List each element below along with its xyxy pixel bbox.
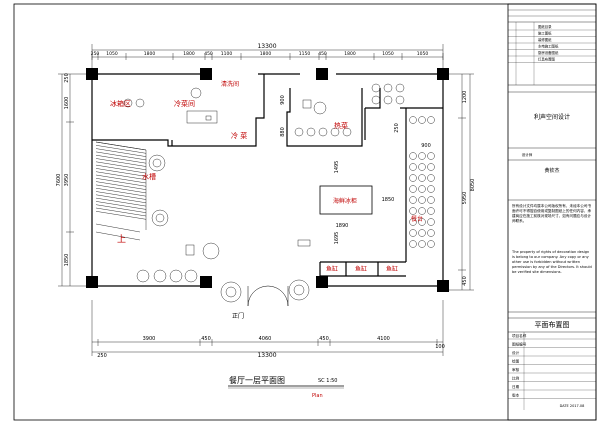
top-segment-label: 1800 (144, 51, 156, 57)
tb-notes-en: The property of rights of decoration des… (512, 250, 592, 274)
revision-item: 水电施工图纸 (538, 44, 559, 49)
right-inner-2: 5950 (462, 192, 468, 205)
tb-date: DATE 2017.08 (560, 404, 585, 408)
columns (86, 68, 449, 292)
top-segment-label: 250 (91, 51, 100, 57)
label-fish-tank-1: 鱼缸 (326, 265, 338, 273)
drawing-subtitle: Plan (312, 393, 323, 399)
label-cold-room: 冷菜间 (174, 99, 195, 108)
drawing-title-block: 餐厅一层平面图 SC 1:50 Plan (228, 376, 344, 399)
bottom-segment-label: 450 (319, 336, 329, 342)
bottom-segment-label: 4060 (259, 336, 272, 342)
top-segment-label: 1050 (417, 51, 429, 57)
label-fish-tank-2: 鱼缸 (355, 265, 367, 273)
bottom-edge-left: 250 (97, 353, 107, 359)
tb-notes-cn: 所有设计文件均属本公司版权所有，未经本公司书面许可不得擅自使用或复制图纸上的任何… (512, 204, 592, 223)
left-inner-1: 1600 (64, 97, 70, 110)
top-segment-label: 1800 (344, 51, 356, 57)
revision-item: 图纸目录 (538, 24, 552, 29)
left-inner-2: 3950 (64, 174, 70, 187)
top-segment-label: 450 (318, 51, 327, 57)
drawing-scale: SC 1:50 (318, 378, 337, 384)
label-seafood-tank: 海鲜冰柜 (333, 197, 357, 205)
tb-designer: 黄钦杰 (544, 167, 559, 174)
label-fridge-area: 冰箱区 (110, 99, 131, 108)
inner-dim-6: 1695 (334, 232, 340, 245)
bottom-total-dimension: 13300 (257, 352, 276, 359)
spec-row-label: 项目名称 (512, 333, 527, 338)
inner-dim-1: 900 (280, 95, 286, 105)
tb-sheet-title: 平面布置图 (535, 320, 570, 329)
entrance-doors (247, 285, 289, 307)
right-dimension-lines (443, 73, 474, 291)
inner-dim-7: 900 (421, 143, 431, 149)
spec-row-label: 比例 (512, 376, 520, 381)
top-segment-label: 450 (204, 51, 213, 57)
bottom-segment-label: 3900 (143, 336, 156, 342)
top-segment-label: 1100 (221, 51, 233, 57)
label-up: 上 (117, 234, 126, 245)
inner-dim-5: 1890 (336, 223, 349, 229)
label-hot-dish: 热菜 (334, 121, 348, 130)
left-outer-dimension: 7600 (56, 174, 62, 187)
walls (91, 73, 444, 290)
spec-row-label: 绘图 (512, 359, 520, 364)
spec-row-label: 设计 (512, 350, 520, 355)
inner-dim-8: 250 (394, 123, 400, 133)
staircase (95, 141, 147, 241)
revision-item: 装修图纸 (538, 37, 552, 42)
label-entrance: 正门 (232, 312, 244, 320)
label-sink: 水槽 (142, 172, 156, 181)
tb-company: 利声空间设计 (534, 113, 570, 121)
inner-dim-2: 880 (280, 127, 286, 137)
right-inner-1: 1200 (462, 91, 468, 104)
spec-row-label: 审核 (512, 367, 520, 372)
inner-dim-4: 1850 (382, 197, 395, 203)
label-cold-dish: 冷 菜 (231, 131, 247, 140)
label-fish-tank-3: 鱼缸 (386, 265, 398, 273)
spec-row-label: 图纸编号 (512, 342, 527, 347)
revision-item: 灯具布置图 (538, 57, 556, 62)
spec-row-label: 版本 (512, 393, 520, 398)
top-total-dimension: 13300 (257, 43, 276, 50)
left-dimension-lines (58, 73, 92, 287)
revision-item: 厨房设备图纸 (538, 50, 559, 55)
right-inner-3: 450 (462, 276, 468, 286)
inner-dim-3: 1495 (334, 161, 340, 174)
top-segment-label: 1800 (260, 51, 272, 57)
top-segment-label: 1800 (183, 51, 195, 57)
top-segment-label: 1050 (382, 51, 394, 57)
label-dish-counter: 餐台 (411, 215, 423, 223)
top-segment-label: 1150 (299, 51, 311, 57)
bottom-edge-right: 100 (435, 344, 445, 350)
top-segment-label: 1050 (106, 51, 118, 57)
revision-item: 施工图纸 (538, 31, 552, 36)
bottom-segment-label: 450 (201, 336, 211, 342)
furniture (123, 83, 435, 303)
bottom-dimension-lines (91, 300, 444, 356)
label-wash-room: 清洗间 (221, 80, 239, 88)
left-inner-3: 1850 (64, 254, 70, 267)
drawing-title: 餐厅一层平面图 (229, 376, 285, 385)
left-top-dimension: 250 (64, 73, 70, 83)
spec-row-label: 日期 (512, 384, 520, 389)
right-outer-dimension: 8050 (470, 179, 476, 192)
bottom-segment-label: 4100 (377, 336, 390, 342)
tb-designer-label: 设计师 (522, 152, 533, 157)
